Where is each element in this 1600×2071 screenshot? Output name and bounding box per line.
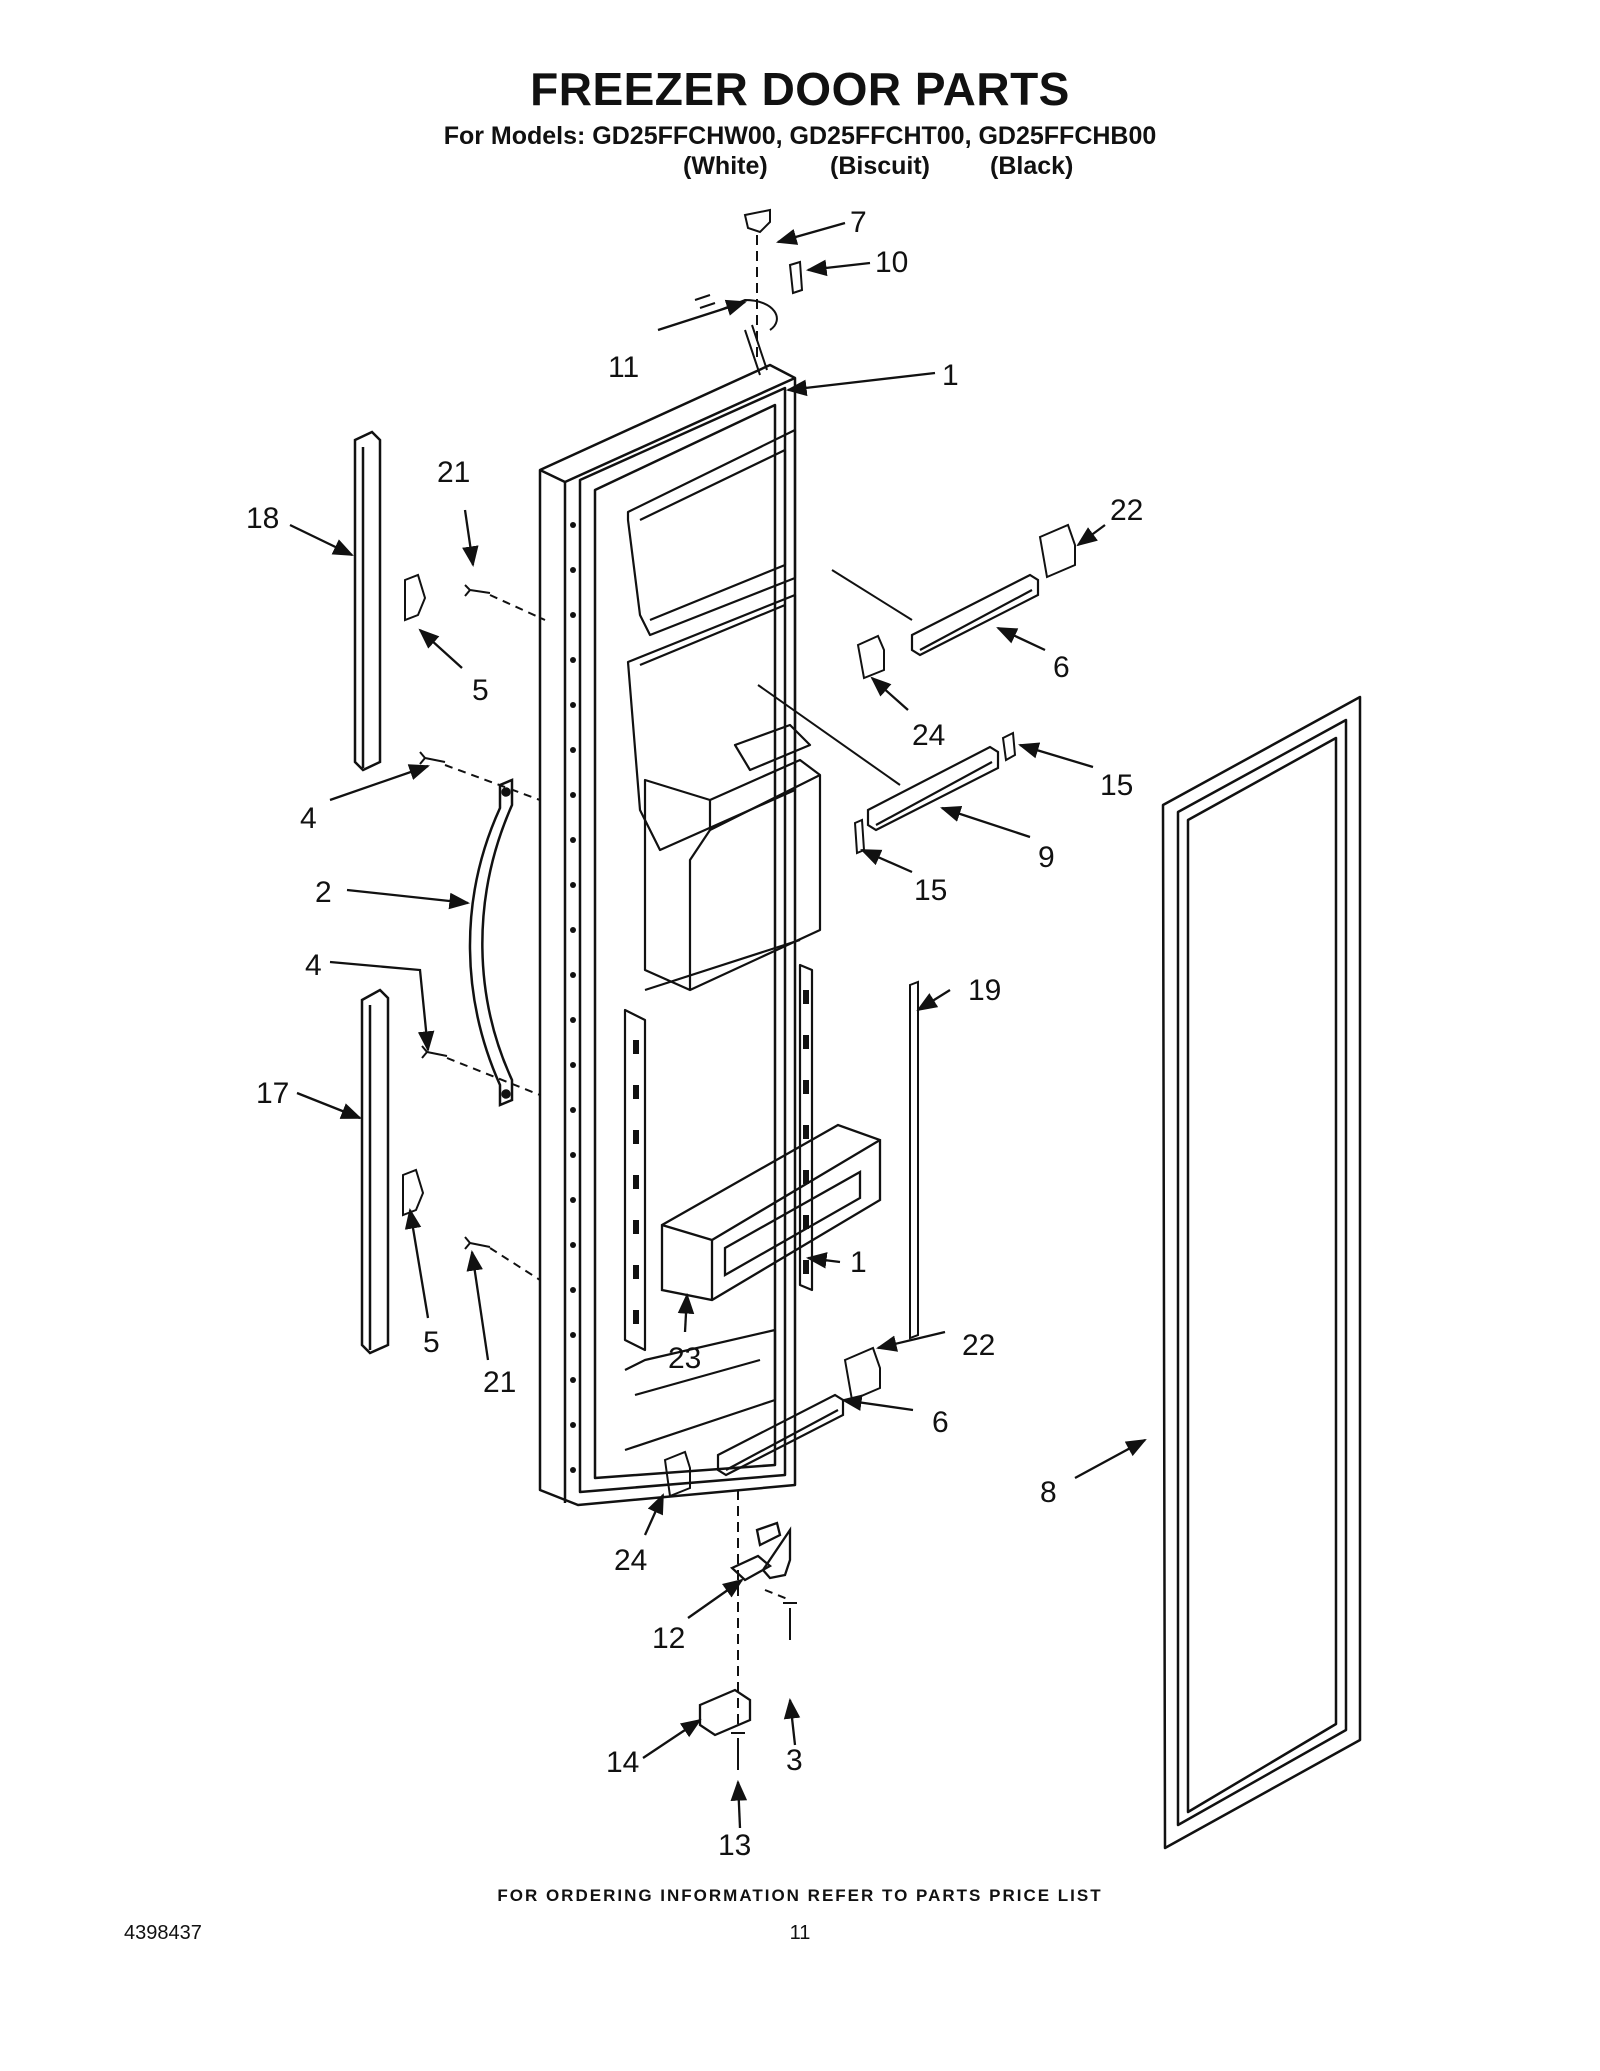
callout-4: 4 (305, 949, 322, 982)
callout-6: 6 (1053, 651, 1070, 684)
door-bin (660, 1123, 882, 1302)
color-white: (White) (683, 152, 768, 180)
door-liner (623, 428, 822, 1452)
callout-1: 1 (850, 1246, 867, 1279)
callout-3: 3 (786, 1744, 803, 1777)
leader-lines (289, 221, 1147, 1829)
color-biscuit: (Biscuit) (830, 152, 930, 180)
callout-17: 17 (256, 1077, 289, 1110)
models-line: For Models: GD25FFCHW00, GD25FFCHT00, GD… (443, 122, 1157, 150)
callout-7: 7 (850, 206, 867, 239)
trim-strips (353, 430, 390, 1355)
callout-21: 21 (437, 456, 470, 489)
color-black: (Black) (990, 152, 1074, 180)
callout-15: 15 (1100, 769, 1133, 802)
callout-22: 22 (962, 1329, 995, 1362)
callout-8: 8 (1040, 1476, 1057, 1509)
shelf-rails (716, 573, 1040, 1477)
callout-13: 13 (718, 1829, 751, 1862)
door-handle (468, 778, 514, 1107)
callout-15: 15 (914, 874, 947, 907)
page-number: 11 (789, 1922, 811, 1944)
callout-11: 11 (608, 351, 639, 384)
callout-5: 5 (472, 674, 489, 707)
callout-5: 5 (423, 1326, 440, 1359)
callout-23: 23 (668, 1342, 701, 1375)
ordering-note: FOR ORDERING INFORMATION REFER TO PARTS … (497, 1886, 1103, 1905)
callout-19: 19 (968, 974, 1001, 1007)
page-title: FREEZER DOOR PARTS (530, 63, 1070, 115)
callout-12: 12 (652, 1622, 685, 1655)
callout-9: 9 (1038, 841, 1055, 874)
callout-24: 24 (912, 719, 945, 752)
callout-4: 4 (300, 802, 317, 835)
callout-labels: 7 10 11 1 21 18 22 5 6 24 4 15 9 15 2 4 … (246, 206, 1143, 1862)
callout-18: 18 (246, 502, 279, 535)
callout-2: 2 (315, 876, 332, 909)
callout-21: 21 (483, 1366, 516, 1399)
door-gasket (1161, 695, 1362, 1850)
callout-1: 1 (942, 359, 959, 392)
hinge-parts (698, 1521, 792, 1737)
document-number: 4398437 (124, 1922, 202, 1944)
callout-22: 22 (1110, 494, 1143, 527)
callout-14: 14 (606, 1746, 639, 1779)
callout-6: 6 (932, 1406, 949, 1439)
small-parts (402, 208, 1076, 1770)
callout-24: 24 (614, 1544, 647, 1577)
door-panel (538, 363, 797, 1507)
callout-10: 10 (875, 246, 908, 279)
